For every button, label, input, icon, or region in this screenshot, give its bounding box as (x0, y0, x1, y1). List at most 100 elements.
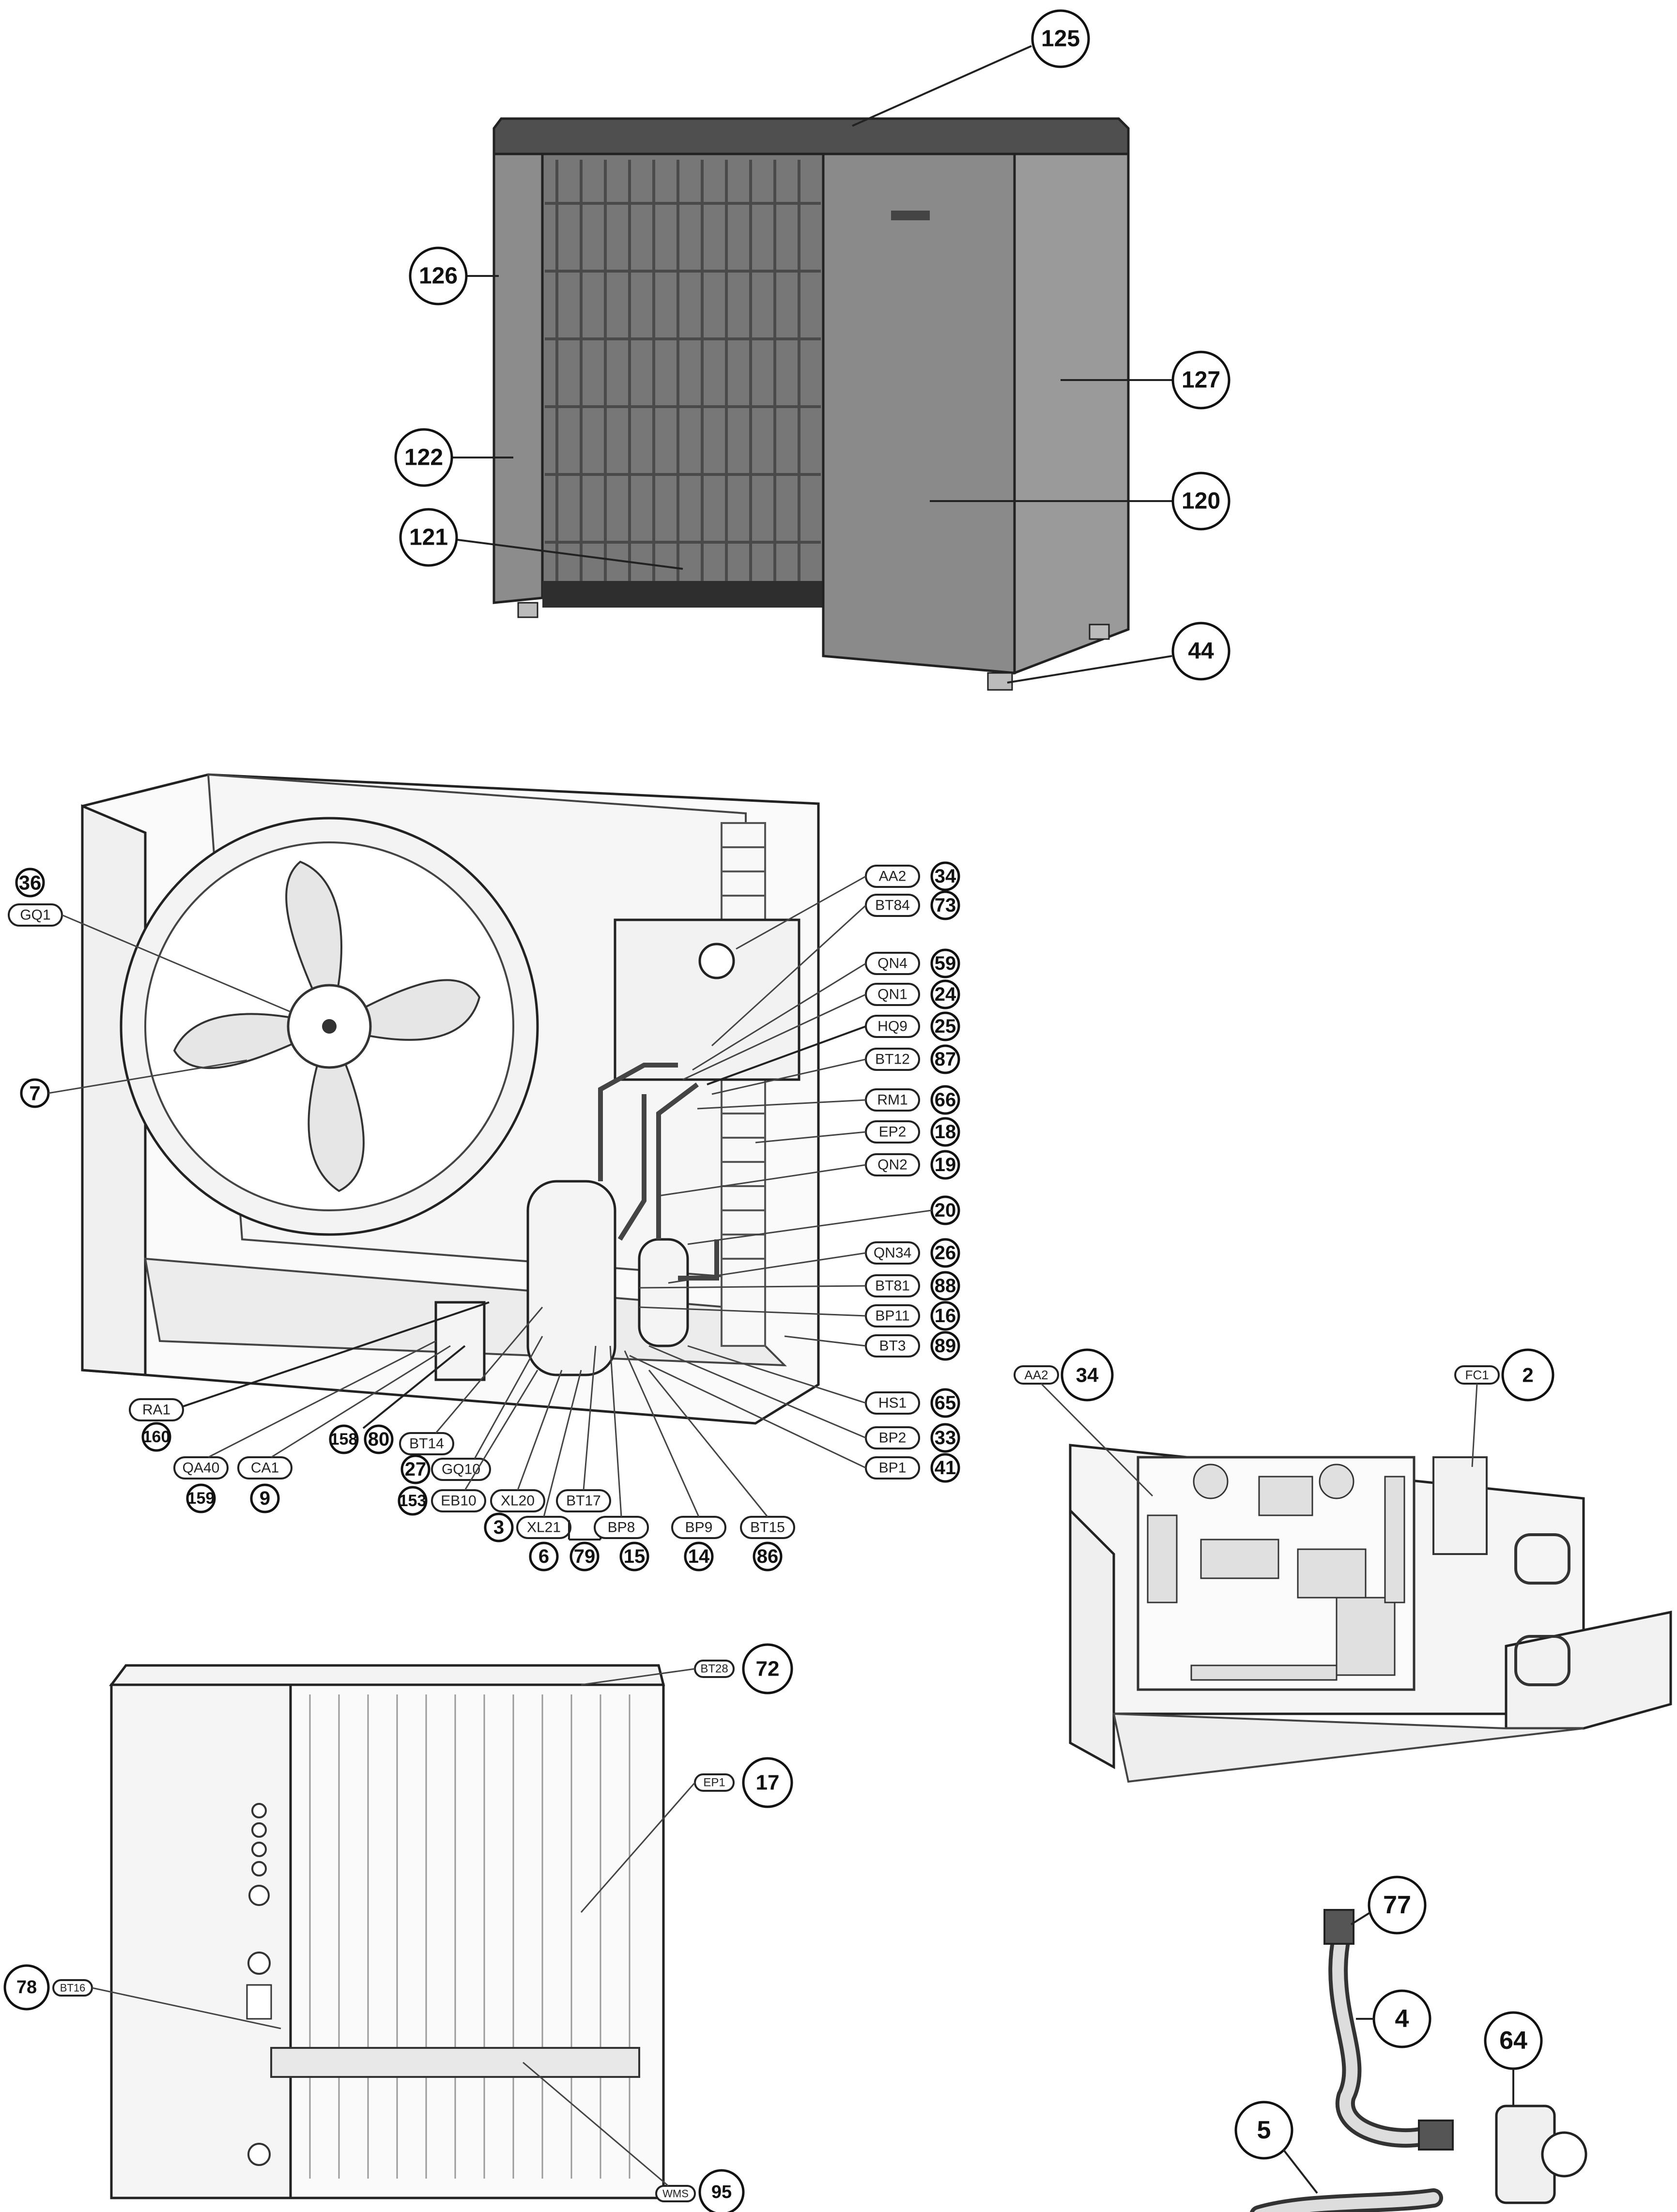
sensor-bracket (434, 1301, 486, 1381)
tag-aa2-box: AA2 (1024, 1368, 1048, 1382)
callout-19: 19 (935, 1154, 956, 1175)
callout-160: 160 (143, 1428, 170, 1446)
callout-72: 72 (756, 1657, 780, 1681)
connection-ports (247, 1803, 271, 2166)
callout-78: 78 (16, 1977, 37, 1998)
callout-79: 79 (574, 1546, 596, 1567)
callout-59: 59 (935, 953, 956, 974)
refrigerant-piping (598, 1063, 719, 1281)
callout-88: 88 (935, 1275, 956, 1297)
callout-121: 121 (409, 525, 448, 550)
callout-80: 80 (368, 1429, 390, 1450)
callout-5: 5 (1257, 2116, 1271, 2144)
callout-73: 73 (935, 895, 956, 916)
tag-bt17: BT17 (566, 1493, 601, 1509)
callout-14: 14 (688, 1546, 710, 1567)
tag-bp2: BP2 (879, 1430, 907, 1446)
tag-hq9: HQ9 (877, 1019, 908, 1035)
left-side-panel (492, 153, 544, 604)
tag-bp1: BP1 (879, 1460, 907, 1476)
callout-65: 65 (935, 1392, 956, 1414)
tag-bp8: BP8 (608, 1520, 635, 1536)
tag-qn2: QN2 (877, 1157, 908, 1173)
rear-coil-panel (289, 1683, 665, 2199)
rear-warning-label (246, 1984, 272, 2020)
condenser-coil (721, 822, 766, 1347)
tag-gq1: GQ1 (20, 907, 50, 923)
callout-34: 34 (935, 866, 956, 887)
tag-wms: WMS (662, 2188, 689, 2200)
callout-159: 159 (187, 1489, 215, 1508)
outdoor-unit-rear: BT28 72 EP1 17 78 BT16 WMS 95 (3, 1643, 793, 2212)
callout-18: 18 (935, 1121, 956, 1143)
circuit-breaker (1432, 1456, 1488, 1555)
brand-badge (891, 211, 930, 220)
callout-3: 3 (493, 1517, 504, 1538)
callout-41: 41 (935, 1457, 956, 1479)
tag-ep2: EP2 (879, 1124, 907, 1140)
callout-87: 87 (935, 1049, 956, 1070)
grille-base-strip (542, 581, 823, 608)
right-callout-column: AA2 34 BT84 73 QN4 59 QN1 24 HQ9 25 (629, 861, 960, 1483)
callout-9: 9 (260, 1488, 270, 1509)
hose-fitting-bottom (1418, 2120, 1454, 2151)
rear-top (109, 1664, 665, 1686)
fan-hub-center (322, 1019, 337, 1034)
callout-24: 24 (935, 984, 956, 1005)
tag-bt28: BT28 (700, 1663, 728, 1676)
tag-qn4: QN4 (877, 956, 908, 972)
callout-2: 2 (1522, 1364, 1533, 1387)
front-grille (541, 153, 825, 598)
callout-34-box: 34 (1076, 1364, 1099, 1387)
callout-120: 120 (1182, 488, 1220, 514)
outdoor-unit-internals: 36 GQ1 7 AA2 34 BT84 73 QN4 59 QN1 (8, 773, 960, 1571)
control-box-bracket (1505, 1610, 1672, 1730)
callout-4: 4 (1395, 2005, 1409, 2033)
control-box-assembly: AA2 34 FC1 2 (1014, 1348, 1672, 1783)
control-box-floor (1112, 1712, 1584, 1783)
top-cover (492, 117, 1130, 155)
tag-fc1: FC1 (1465, 1368, 1489, 1382)
tag-ra1: RA1 (142, 1402, 170, 1418)
callout-66: 66 (935, 1089, 956, 1111)
accumulator (638, 1238, 689, 1347)
tag-bt3: BT3 (879, 1338, 906, 1354)
hoses-and-filter: 77 4 64 5 (1234, 1876, 1587, 2212)
tag-bt12: BT12 (875, 1052, 910, 1068)
callout-77: 77 (1383, 1891, 1411, 1919)
callout-20: 20 (935, 1200, 956, 1221)
tag-bt81: BT81 (875, 1278, 910, 1294)
callout-158: 158 (330, 1430, 358, 1449)
hose-short-inner (1254, 2192, 1439, 2212)
callout-95: 95 (711, 2182, 732, 2202)
front-right-panel (822, 153, 1016, 674)
tag-bp11: BP11 (875, 1308, 909, 1324)
callout-44: 44 (1188, 639, 1214, 664)
callout-26: 26 (935, 1242, 956, 1264)
callout-7: 7 (29, 1082, 40, 1105)
foot-left (517, 602, 538, 618)
circuit-board-components (1147, 1464, 1405, 1681)
control-box (614, 918, 800, 1081)
left-side-wall (81, 804, 147, 1376)
callout-33: 33 (935, 1427, 956, 1449)
tag-bt16: BT16 (60, 1982, 86, 1994)
foot-front (987, 672, 1013, 691)
outdoor-unit-exterior: 125 126 127 122 120 121 44 (394, 9, 1231, 691)
callout-127: 127 (1182, 367, 1220, 393)
compressor (526, 1180, 616, 1376)
tag-rm1: RM1 (877, 1092, 908, 1108)
callout-6: 6 (538, 1546, 549, 1567)
callout-126: 126 (419, 263, 458, 289)
callout-89: 89 (935, 1335, 956, 1357)
callout-86: 86 (757, 1546, 779, 1567)
filter-port (1541, 2131, 1587, 2178)
tag-bt14: BT14 (409, 1436, 444, 1452)
tag-qn34: QN34 (874, 1245, 911, 1261)
callout-122: 122 (404, 445, 443, 471)
rear-coil-fins (309, 1694, 631, 2179)
tag-qa40: QA40 (183, 1460, 220, 1476)
drip-tray (270, 2047, 640, 2078)
callout-64: 64 (1499, 2027, 1527, 2055)
